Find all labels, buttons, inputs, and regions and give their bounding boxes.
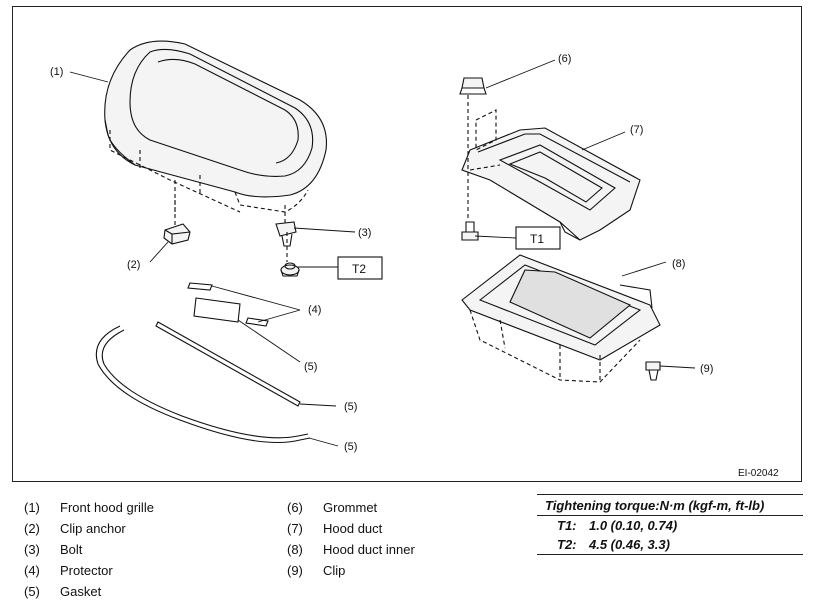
callout-9: (9) [700,363,713,375]
legend-number: (2) [24,521,40,536]
torque-value: 1.0 (0.10, 0.74) [589,518,678,533]
exploded-view-diagram: (1) (2) (3) (4) (5) (5) (5) (6) (7) (8) … [50,40,779,479]
leader-lines [69,59,696,447]
diagram-frame [12,6,802,482]
legend-number: (6) [287,500,303,515]
t1-bolt-part [461,221,479,241]
t2-box [337,256,383,280]
legend-number: (5) [24,584,40,599]
torque-key: T1: [557,518,577,533]
callout-5c: (5) [344,441,357,453]
callout-3: (3) [358,227,371,239]
torque-header-rule [537,515,803,516]
callout-6: (6) [558,53,571,65]
callout-8: (8) [672,258,685,270]
hood-duct-part [461,127,641,241]
gasket-strip-part [155,321,301,407]
legend-number: (8) [287,542,303,557]
bolt-part [275,221,297,247]
front-hood-grille-part [104,40,328,228]
legend-number: (1) [24,500,40,515]
legend-number: (3) [24,542,40,557]
clip-part [645,361,661,381]
hood-duct-inner-part [461,254,661,361]
figure-id: EI-02042 [738,468,779,479]
torque-value: 4.5 (0.46, 3.3) [589,537,670,552]
legend-name: Gasket [60,584,102,599]
clip-anchor-part [163,223,191,245]
protector-part [187,282,269,327]
legend-name: Protector [60,563,113,578]
gasket-curved-part [95,325,311,444]
legend-name: Hood duct inner [323,542,415,557]
legend-name: Front hood grille [60,500,154,515]
legend-name: Clip anchor [60,521,126,536]
legend-name: Clip [323,563,346,578]
torque-row-t2: T2: 4.5 (0.46, 3.3) [537,535,803,554]
torque-key: T2: [557,537,577,552]
t2-nut-part [280,262,300,277]
legend-number: (4) [24,563,40,578]
torque-title: Tightening torque:N·m (kgf-m, ft-lb) [545,498,765,513]
legend-number: (7) [287,521,303,536]
torque-row-t1: T1: 1.0 (0.10, 0.74) [537,516,803,535]
t1-label: T1 [530,232,544,246]
legend-name: Bolt [60,542,83,557]
callout-1: (1) [50,66,63,78]
legend-number: (9) [287,563,303,578]
callout-5b: (5) [344,401,357,413]
torque-table: Tightening torque:N·m (kgf-m, ft-lb) T1:… [537,494,803,555]
legend-name: Hood duct [323,521,383,536]
t1-box [515,226,561,250]
torque-top-rule [537,494,803,495]
torque-bottom-rule [537,554,803,555]
callout-5a: (5) [304,361,317,373]
assembly-lines-right-top [467,95,501,220]
assembly-lines-right-bottom [469,309,641,383]
legend-name: Grommet [323,500,378,515]
t2-label: T2 [352,262,366,276]
assembly-lines-left [174,200,288,262]
callout-4: (4) [308,304,321,316]
grommet-part [459,77,487,95]
callout-2: (2) [127,259,140,271]
callout-7: (7) [630,124,643,136]
